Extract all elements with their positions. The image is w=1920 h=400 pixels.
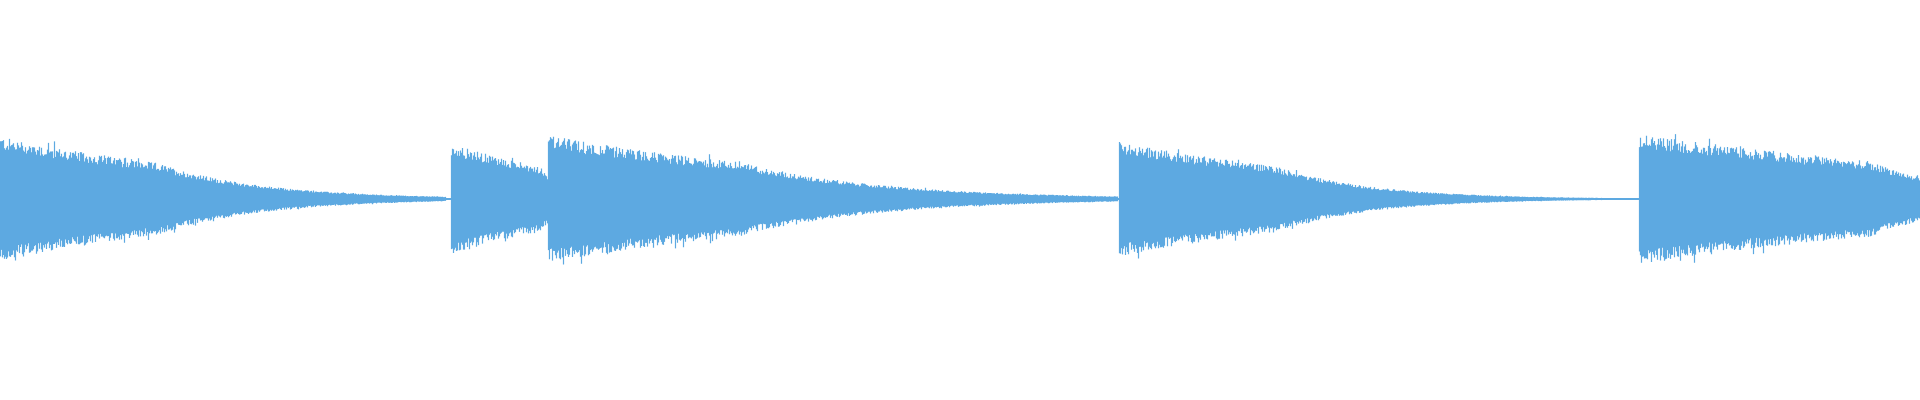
waveform-svg: [0, 134, 1920, 265]
audio-waveform: [0, 134, 1920, 265]
